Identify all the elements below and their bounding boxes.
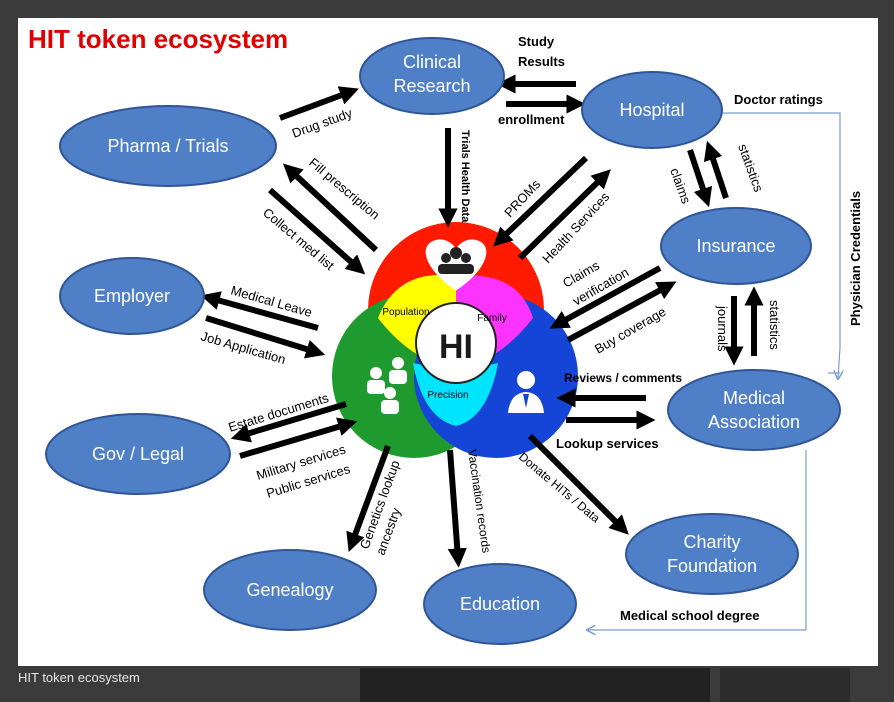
arrow-health-services bbox=[517, 169, 611, 261]
family-label: Family bbox=[477, 313, 506, 324]
label-study-results-2: Results bbox=[518, 54, 565, 69]
label-buy-coverage: Buy coverage bbox=[592, 304, 668, 357]
group-heart-icon bbox=[425, 239, 487, 291]
node-education: Education bbox=[423, 563, 577, 645]
doctor-icon bbox=[508, 371, 544, 413]
node-pharma-label: Pharma / Trials bbox=[107, 136, 228, 156]
node-employer: Employer bbox=[59, 257, 205, 335]
arrow-job-application bbox=[205, 315, 326, 359]
venn-center-circle bbox=[415, 302, 497, 384]
precision-label: Precision bbox=[427, 390, 468, 401]
ecosystem-diagram: HI Population Family Precision bbox=[45, 34, 863, 645]
label-reviews-comments: Reviews / comments bbox=[564, 371, 682, 385]
node-clinical-research-line1: Clinical bbox=[403, 52, 461, 72]
node-charity-line2: Foundation bbox=[667, 556, 757, 576]
label-donate-hits: Donate HITs / Data bbox=[516, 450, 603, 526]
node-hospital-label: Hospital bbox=[619, 100, 684, 120]
arrow-claims-verification bbox=[549, 265, 662, 329]
label-statistics-2: statistics bbox=[767, 300, 782, 350]
center-venn: HI Population Family Precision bbox=[332, 222, 578, 458]
node-employer-label: Employer bbox=[94, 286, 170, 306]
node-genealogy: Genealogy bbox=[203, 549, 377, 631]
population-label: Population bbox=[382, 307, 429, 318]
label-job-application: Job Application bbox=[199, 328, 287, 367]
label-enrollment: enrollment bbox=[498, 112, 565, 127]
node-charity: Charity Foundation bbox=[625, 513, 799, 595]
arrow-claims bbox=[687, 149, 713, 208]
image-caption: HIT token ecosystem bbox=[18, 670, 140, 685]
label-physician-credentials: Physician Credentials bbox=[848, 191, 863, 326]
node-clinical-research-line2: Research bbox=[393, 76, 470, 96]
node-gov-legal-label: Gov / Legal bbox=[92, 444, 184, 464]
arrow-fill-prescription bbox=[282, 163, 379, 253]
label-vaccination-records: Vaccination records bbox=[465, 448, 493, 553]
connector-hospital-credentials bbox=[723, 112, 840, 378]
label-study-results-1: Study bbox=[518, 34, 555, 49]
arrow-buy-coverage bbox=[566, 281, 677, 343]
thin-connectors bbox=[588, 112, 840, 630]
arrow-proms bbox=[493, 155, 589, 247]
label-trials-health-data: Trials Health Data bbox=[459, 130, 471, 223]
node-education-label: Education bbox=[460, 594, 540, 614]
diagram-card: HIT token ecosystem HI P bbox=[18, 18, 878, 666]
node-insurance: Insurance bbox=[660, 207, 812, 285]
arrow-vaccination bbox=[447, 449, 467, 568]
arrow-donate bbox=[527, 433, 629, 535]
venn-precision-region bbox=[413, 363, 498, 426]
node-pharma: Pharma / Trials bbox=[59, 105, 277, 187]
people-group-icon bbox=[367, 357, 407, 414]
arrows bbox=[200, 74, 764, 568]
node-hospital: Hospital bbox=[581, 71, 723, 149]
node-medical-association-line1: Medical bbox=[723, 388, 785, 408]
arrow-estate-documents bbox=[230, 401, 347, 443]
arrow-medical-leave bbox=[200, 291, 319, 331]
connector-medical-school bbox=[588, 450, 807, 630]
node-charity-line1: Charity bbox=[683, 532, 740, 552]
label-doctor-ratings: Doctor ratings bbox=[734, 92, 823, 107]
arrow-genetics bbox=[346, 444, 391, 553]
arrow-military-services bbox=[239, 417, 358, 459]
label-fill-prescription: Fill prescription bbox=[306, 155, 383, 223]
nodes: Clinical Research Hospital Pharma / Tria… bbox=[45, 37, 841, 645]
diagram-title: HIT token ecosystem bbox=[28, 24, 289, 54]
node-clinical-research: Clinical Research bbox=[359, 37, 505, 115]
logo-text: HI bbox=[439, 328, 473, 366]
arrow-drug-study bbox=[278, 86, 359, 121]
node-genealogy-label: Genealogy bbox=[246, 580, 333, 600]
label-proms: PROMs bbox=[501, 176, 543, 220]
label-lookup-services: Lookup services bbox=[556, 436, 659, 451]
label-claims: claims bbox=[667, 166, 694, 206]
node-gov-legal: Gov / Legal bbox=[45, 413, 231, 495]
arrow-statistics-1 bbox=[703, 140, 729, 199]
node-insurance-label: Insurance bbox=[696, 236, 775, 256]
label-statistics-1: statistics bbox=[735, 142, 766, 194]
arrow-collect-med-list bbox=[268, 187, 366, 275]
node-medical-association-line2: Association bbox=[708, 412, 800, 432]
label-medical-school-degree: Medical school degree bbox=[620, 608, 759, 623]
label-journals: journals bbox=[715, 305, 730, 352]
node-medical-association: Medical Association bbox=[667, 369, 841, 451]
